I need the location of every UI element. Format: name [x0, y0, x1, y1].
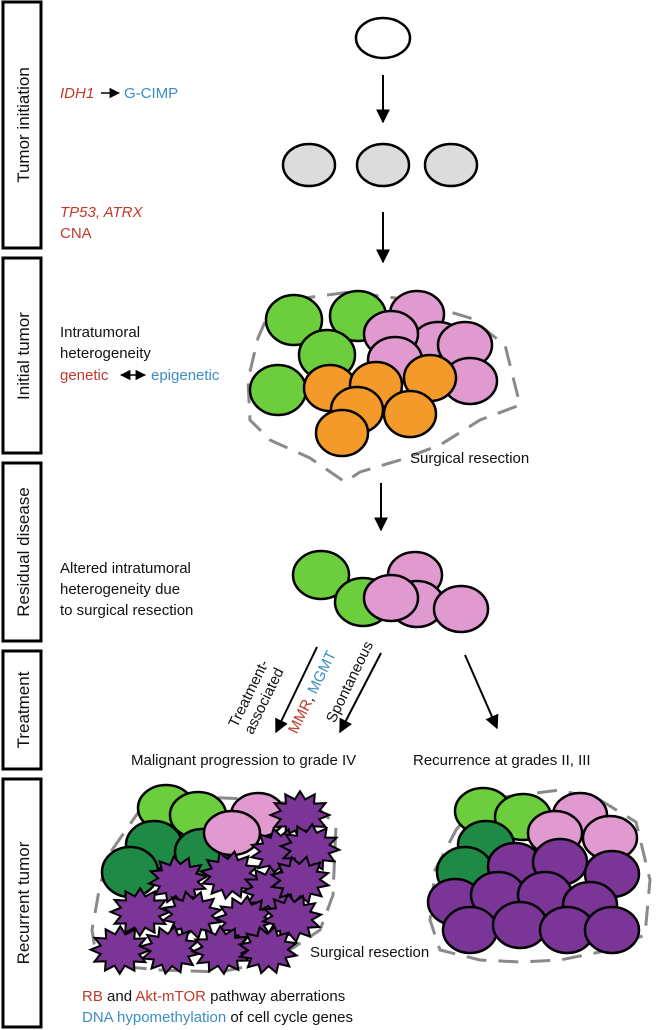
- dna-hypomethylation-label: DNA hypomethylation: [82, 1009, 226, 1026]
- tumor-cell: [432, 584, 490, 634]
- akt-mtor-label: Akt-mTOR: [135, 988, 206, 1005]
- stage-label-tumor-initiation: Tumor initiation: [14, 67, 33, 183]
- altered-line3: to surgical resection: [60, 602, 193, 619]
- footer-line1: RB and Akt-mTOR pathway aberrations: [82, 988, 345, 1005]
- and-label: and: [103, 988, 136, 1005]
- treatment-associated-arrow: [275, 646, 318, 734]
- recurrence-arrow: [464, 654, 499, 730]
- single-initial-cell: [354, 16, 412, 60]
- progression-label: Malignant progression to grade IV: [131, 752, 356, 769]
- spiky-purple-cell: [146, 854, 210, 906]
- altered-line2: heterogeneity due: [60, 581, 180, 598]
- gray-cell: [423, 142, 479, 188]
- tumor-cell: [100, 845, 160, 899]
- stage-label-treatment: Treatment: [14, 671, 33, 748]
- tp53-atrx-label: TP53, ATRX: [60, 204, 144, 221]
- heterogeneity-label: heterogeneity: [60, 345, 151, 362]
- spiky-purple-cell: [268, 854, 332, 906]
- tumor-cell: [362, 573, 420, 623]
- stage-box-initial-tumor: Initial tumor: [1, 256, 43, 455]
- right-recurrent-cells: [426, 786, 641, 955]
- gray-cell: [355, 142, 411, 188]
- tumor-cell: [382, 389, 438, 439]
- spiky-purple-cell: [190, 924, 254, 976]
- epigenetic-label: epigenetic: [151, 367, 220, 384]
- gcimp-label: G-CIMP: [124, 85, 178, 102]
- stage-label-initial-tumor: Initial tumor: [14, 312, 33, 400]
- stage-label-recurrent-tumor: Recurrent tumor: [14, 841, 33, 964]
- spiky-purple-cell: [236, 925, 300, 975]
- tumor-cell: [248, 363, 308, 417]
- spiky-purple-cells: [87, 789, 342, 976]
- pathway-label: pathway aberrations: [206, 988, 345, 1005]
- cell-cycle-label: of cell cycle genes: [226, 1009, 353, 1026]
- tumor-cell: [291, 549, 351, 601]
- tumor-cell: [314, 408, 370, 458]
- cna-label: CNA: [60, 225, 92, 242]
- stage-box-tumor-initiation: Tumor initiation: [1, 0, 43, 250]
- tumor-cell: [583, 905, 641, 955]
- initial-tumor-cells: [248, 289, 499, 458]
- residual-cells: [291, 549, 490, 634]
- tumor-cell: [491, 900, 549, 950]
- gray-cell: [281, 142, 337, 188]
- spiky-purple-cell: [107, 886, 173, 938]
- mgmt-label: MGMT: [304, 648, 339, 697]
- spiky-purple-cell: [160, 889, 224, 941]
- spiky-purple-cell: [87, 924, 153, 976]
- stage-box-recurrent-tumor: Recurrent tumor: [1, 777, 43, 1029]
- altered-line1: Altered intratumoral: [60, 560, 191, 577]
- surgical-resection-label-recurrent: Surgical resection: [310, 944, 429, 961]
- stage-box-residual-disease: Residual disease: [1, 461, 43, 643]
- tumor-cell: [202, 809, 262, 857]
- genetic-label: genetic: [60, 367, 109, 384]
- recurrence-label: Recurrence at grades II, III: [413, 752, 591, 769]
- rb-label: RB: [82, 988, 103, 1005]
- intratumoral-label: Intratumoral: [60, 324, 140, 341]
- stage-label-residual-disease: Residual disease: [14, 487, 33, 616]
- idh1-label: IDH1: [60, 85, 94, 102]
- spontaneous-arrow: [339, 652, 382, 734]
- tumor-cell: [264, 293, 324, 347]
- gray-cells: [281, 142, 479, 188]
- tumor-cell: [441, 905, 499, 955]
- stage-box-treatment: Treatment: [1, 649, 43, 771]
- surgical-resection-label-initial: Surgical resection: [410, 450, 529, 467]
- footer-line2: DNA hypomethylation of cell cycle genes: [82, 1009, 353, 1026]
